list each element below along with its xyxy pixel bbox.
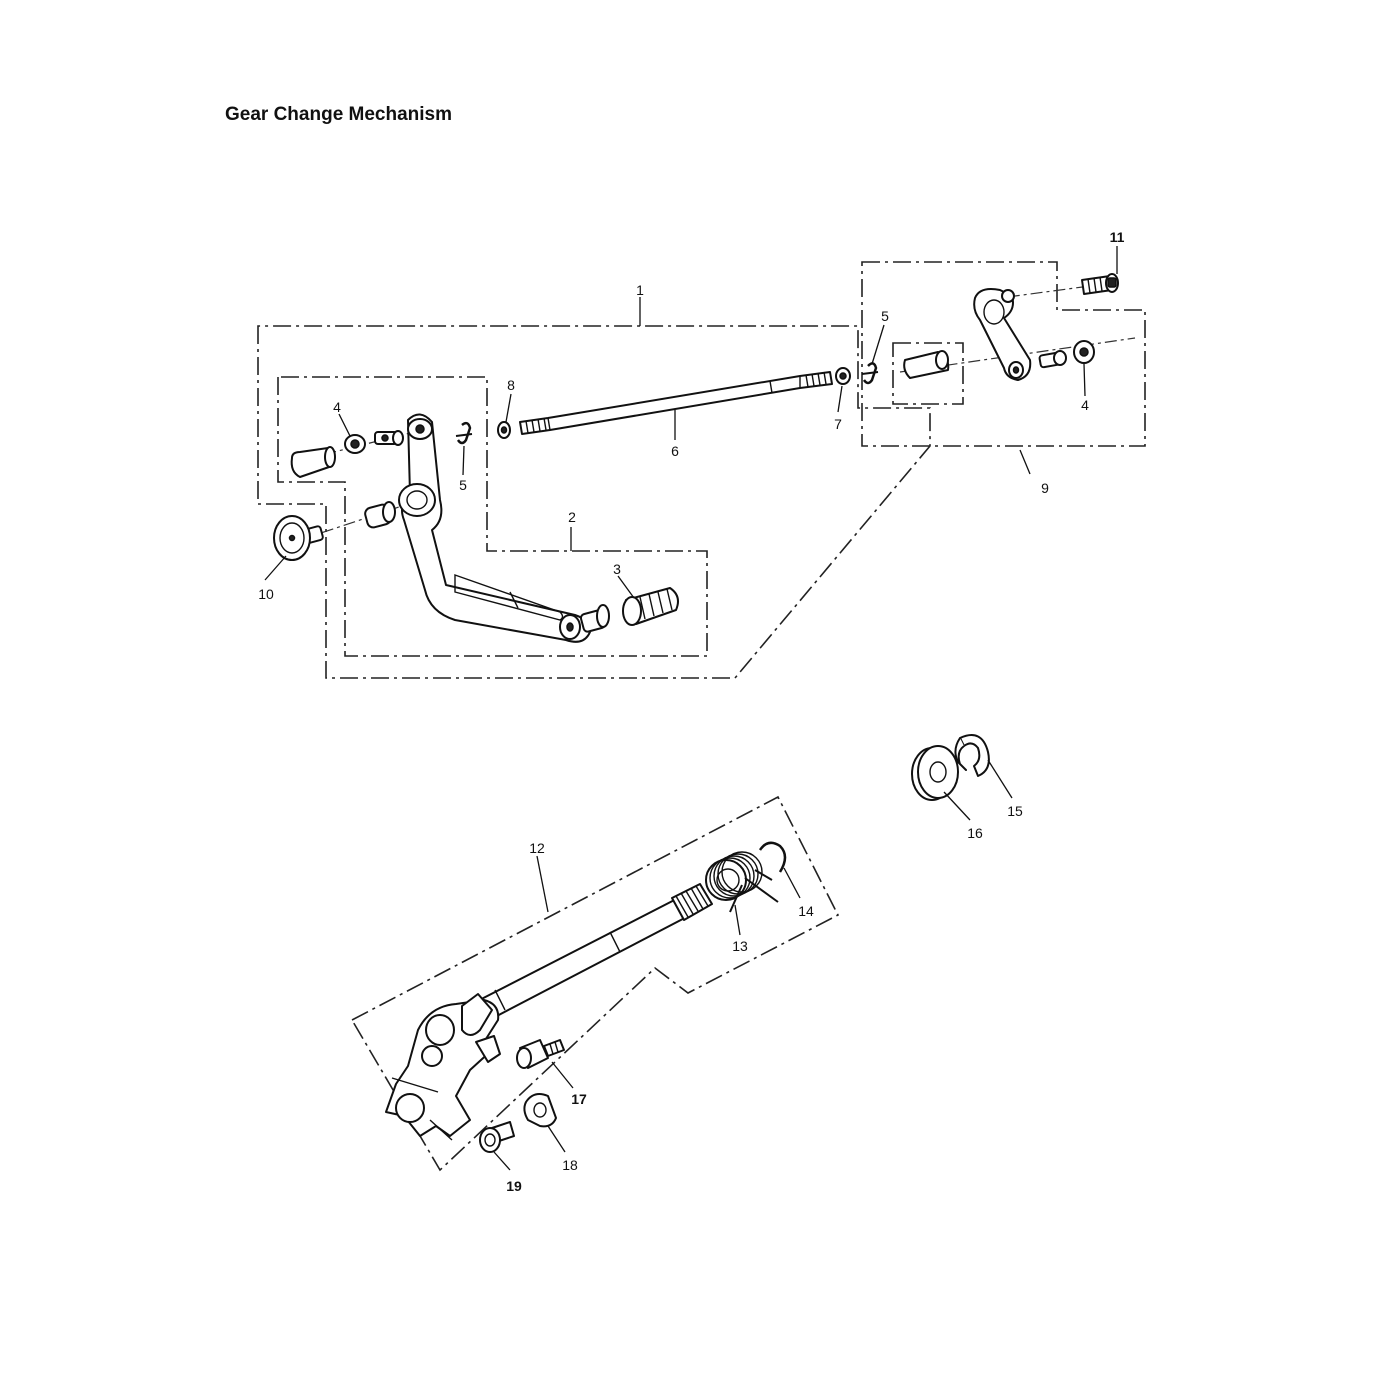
circlip-part-15: [954, 734, 990, 777]
callout-8: 8: [507, 377, 515, 393]
selector-mechanism: [385, 993, 501, 1141]
bolt-part-11: [1081, 273, 1119, 295]
callout-5-right: 5: [881, 308, 889, 324]
callout-3: 3: [613, 561, 621, 577]
callout-14: 14: [798, 903, 814, 919]
shift-arm-part-9: [973, 288, 1032, 381]
callout-1: 1: [636, 282, 644, 298]
washer-part-16: [911, 745, 959, 801]
nut-plate-part-18: [523, 1093, 557, 1128]
circlip-part-14: [758, 841, 787, 873]
callout-13: 13: [732, 938, 748, 954]
nut-part-8: [497, 421, 511, 439]
callout-4-right: 4: [1081, 397, 1089, 413]
callout-12: 12: [529, 840, 545, 856]
callout-15: 15: [1007, 803, 1023, 819]
group-box-9: [861, 261, 1146, 447]
nut-part-4-left: [344, 434, 366, 454]
stopper-bolt-part-17: [516, 1039, 565, 1069]
link-rod-part-6: [519, 371, 833, 435]
callout-10: 10: [258, 586, 274, 602]
footrest-rubber-part-3: [622, 587, 679, 626]
clip-part-5-left: [455, 421, 473, 445]
bolt-part-19: [479, 1121, 515, 1153]
callout-5-left: 5: [459, 477, 467, 493]
leader-lines: [264, 246, 1118, 1171]
selector-shaft-part-12: [459, 883, 713, 1031]
group-box-2: [277, 376, 708, 657]
group-box-12: [350, 795, 840, 1172]
return-spring-part-13: [705, 851, 779, 913]
group-box-1: [257, 325, 931, 679]
callout-7: 7: [834, 416, 842, 432]
pedal-bush: [364, 501, 396, 529]
bolt-left: [374, 430, 404, 446]
callout-6: 6: [671, 443, 679, 459]
nut-part-7: [835, 367, 851, 385]
callout-19: 19: [506, 1178, 522, 1194]
callout-2: 2: [568, 509, 576, 525]
diagram-title: Gear Change Mechanism: [225, 104, 453, 125]
ball-joint-left: [290, 446, 336, 478]
nut-part-4-right: [1073, 340, 1095, 364]
callout-9: 9: [1041, 480, 1049, 496]
gear-pedal-part-2: [398, 413, 610, 643]
pivot-bolt-part-10: [273, 515, 324, 561]
callout-17: 17: [571, 1091, 587, 1107]
bolt-right: [1038, 350, 1067, 369]
clip-part-5-right: [861, 362, 879, 385]
group-box-9-inner: [892, 342, 964, 405]
callout-4-left: 4: [333, 399, 341, 415]
ball-joint-right: [903, 350, 950, 379]
callout-16: 16: [967, 825, 983, 841]
callout-18: 18: [562, 1157, 578, 1173]
callout-11: 11: [1110, 229, 1125, 245]
axis-lower-left: [299, 499, 421, 541]
